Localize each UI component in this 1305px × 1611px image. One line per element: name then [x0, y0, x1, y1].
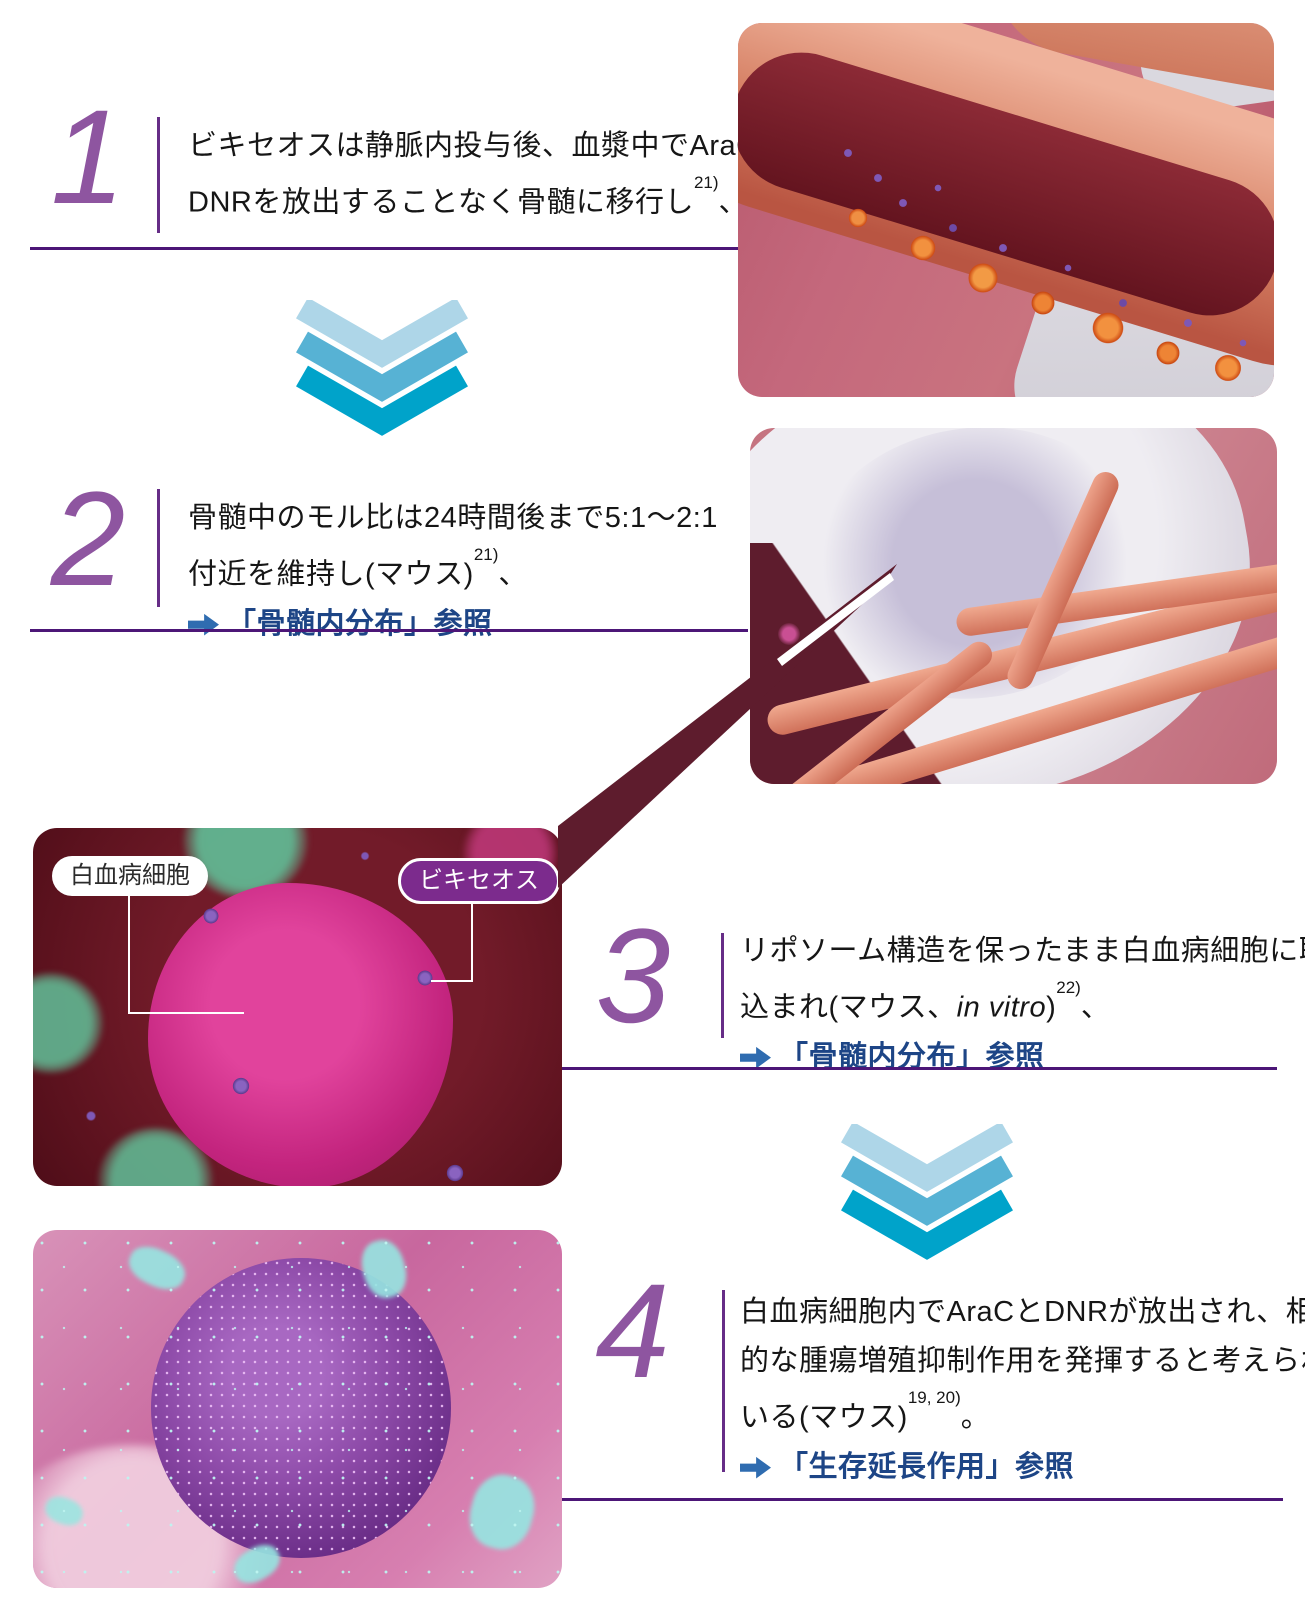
step-4-line-3: いる(マウス)19, 20)。 [740, 1388, 991, 1434]
leader-line [471, 898, 473, 982]
cyan-specks-overlay [33, 1230, 562, 1588]
chevron-down-icon [841, 1124, 1013, 1260]
glow-dot [778, 623, 800, 645]
blood-cells-overlay [738, 23, 1274, 397]
arrow-right-icon [740, 1456, 771, 1479]
leader-line [128, 894, 130, 1014]
step-3-text: リポソーム構造を保ったまま白血病細胞に取り 込まれ(マウス、in vitro)2… [740, 927, 1305, 1078]
label-pill-leukemia-cell: 白血病細胞 [52, 856, 208, 896]
step-2-number: 2 [50, 465, 126, 614]
step-2-rule [30, 629, 748, 632]
link-label: 「骨髄内分布」参照 [227, 608, 493, 641]
step-4-line-1: 白血病細胞内でAraCとDNRが放出され、相乗 [740, 1296, 1305, 1328]
step-3-number: 3 [595, 902, 671, 1051]
leukemia-cell-illustration: 白血病細胞 ビキセオス [33, 828, 562, 1186]
step-3-divider [721, 933, 724, 1038]
step-4-text: 白血病細胞内でAraCとDNRが放出され、相乗 的な腫瘍増殖抑制作用を発揮すると… [740, 1288, 1305, 1488]
step-1-text: ビキセオスは静脈内投与後、血漿中でAraCや DNRを放出することなく骨髄に移行… [188, 122, 787, 228]
leader-line [431, 980, 473, 982]
step-2-line-2: 付近を維持し(マウス)21)、 [188, 545, 528, 591]
in-vitro-italic: in vitro [956, 991, 1047, 1024]
bone-marrow-illustration [750, 428, 1277, 784]
label-pill-vyxeos: ビキセオス [398, 858, 560, 904]
link-label: 「骨髄内分布」参照 [779, 1041, 1045, 1074]
step-4-line-2: 的な腫瘍増殖抑制作用を発揮すると考えられて [740, 1345, 1305, 1377]
step-1-divider [157, 117, 160, 233]
chevron-down-icon [296, 300, 468, 436]
survival-benefit-link[interactable]: 「生存延長作用」参照 [740, 1448, 1305, 1488]
step-3-line-2: 込まれ(マウス、in vitro)22)、 [740, 978, 1111, 1024]
step-2-divider [157, 489, 160, 607]
arrow-right-icon [188, 613, 219, 636]
vein-illustration [738, 23, 1274, 397]
step-4-number: 4 [595, 1257, 670, 1406]
step-2-text: 骨髄中のモル比は24時間後まで5:1〜2:1 付近を維持し(マウス)21)、 「… [188, 494, 718, 645]
step-1-line-1: ビキセオスは静脈内投与後、血漿中でAraCや [188, 130, 788, 162]
step-3-line-1: リポソーム構造を保ったまま白血病細胞に取り [740, 935, 1305, 967]
liposome-illustration [33, 1230, 562, 1588]
step-1-number: 1 [50, 83, 126, 232]
step-1-rule [30, 247, 742, 250]
step-2-line-1: 骨髄中のモル比は24時間後まで5:1〜2:1 [188, 502, 718, 534]
step-1-line-2: DNRを放出することなく骨髄に移行し21)、 [188, 173, 749, 219]
leader-line [128, 1012, 244, 1014]
bone-marrow-distribution-link[interactable]: 「骨髄内分布」参照 [740, 1038, 1305, 1078]
bone-marrow-distribution-link[interactable]: 「骨髄内分布」参照 [188, 605, 718, 645]
step-3-rule [562, 1067, 1277, 1070]
step-4-divider [722, 1290, 725, 1472]
link-label: 「生存延長作用」参照 [779, 1451, 1075, 1484]
step-4-rule [562, 1498, 1283, 1501]
